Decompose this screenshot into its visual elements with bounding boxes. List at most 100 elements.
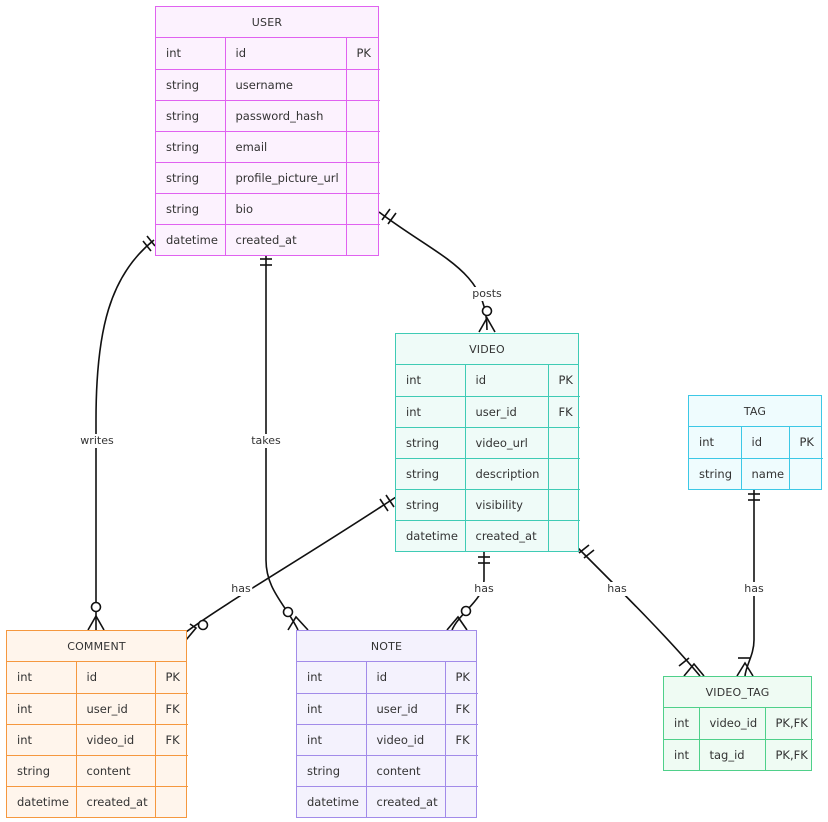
attr-key (788, 457, 823, 489)
entity-title: VIDEO_TAG (664, 677, 811, 708)
attr-type: string (396, 488, 466, 521)
attr-type: string (156, 192, 226, 225)
attr-name: video_id (365, 723, 446, 756)
attr-type: int (297, 692, 367, 725)
attr-name: visibility (464, 488, 549, 521)
marker-one (381, 208, 391, 221)
attr-name: user_id (75, 692, 156, 725)
attr-key (154, 785, 188, 817)
attr-type: datetime (297, 785, 367, 817)
edge-video-comment (185, 496, 397, 633)
attr-name: id (740, 427, 790, 459)
attr-type: int (396, 365, 466, 397)
marker-zero (90, 601, 102, 613)
marker-one (385, 494, 395, 508)
entity-title: TAG (689, 396, 821, 427)
attr-name: video_id (75, 723, 156, 756)
attr-name: user_id (365, 692, 446, 725)
attr-type: string (396, 426, 466, 459)
marker-zero (481, 305, 493, 317)
attr-type: int (7, 662, 77, 694)
attr-key (547, 457, 580, 490)
attr-name: content (75, 754, 156, 787)
marker-one (387, 212, 397, 225)
attr-key (444, 754, 478, 787)
edge-video-videotag (577, 547, 701, 677)
attr-key (547, 519, 580, 551)
attr-type: string (156, 130, 226, 163)
attr-name: username (224, 68, 347, 101)
marker-zero (197, 619, 209, 631)
attr-type: datetime (156, 223, 226, 255)
attr-name: password_hash (224, 99, 347, 132)
marker-one (583, 549, 595, 559)
attr-key: FK (444, 723, 478, 756)
rel-label-tag-videotag: has (742, 582, 766, 596)
attr-name: created_at (464, 519, 549, 551)
attr-key (345, 130, 380, 163)
attr-name: user_id (464, 395, 549, 428)
attr-type: int (297, 662, 367, 694)
marker-one (578, 544, 590, 554)
attr-type: int (297, 723, 367, 756)
edge-user-comment (95, 239, 155, 630)
attr-key: PK (345, 38, 380, 70)
attr-name: description (464, 457, 549, 490)
attr-key (345, 192, 380, 225)
attr-type: int (396, 395, 466, 428)
attr-type: int (664, 708, 700, 740)
attr-key: FK (444, 692, 478, 725)
attr-type: int (689, 427, 742, 459)
entity-title: NOTE (297, 631, 476, 662)
attr-type: string (689, 457, 742, 489)
rel-label-video-note: has (472, 582, 496, 596)
marker-many (185, 623, 198, 641)
attr-type: string (156, 99, 226, 132)
marker-many (446, 615, 468, 631)
attr-name: video_id (698, 708, 766, 740)
entity-title: COMMENT (7, 631, 186, 662)
attr-name: bio (224, 192, 347, 225)
attr-name: created_at (75, 785, 156, 817)
rel-label-video-comment: has (229, 582, 253, 596)
attr-type: string (297, 754, 367, 787)
marker-many (87, 614, 105, 631)
attr-name: video_url (464, 426, 549, 459)
attr-name: name (740, 457, 790, 489)
attr-key (444, 785, 478, 817)
attr-type: int (7, 692, 77, 725)
attr-type: string (396, 457, 466, 490)
attr-key (547, 488, 580, 521)
attr-type: int (7, 723, 77, 756)
attr-name: id (75, 662, 156, 694)
attr-key (345, 223, 380, 255)
marker-zero (282, 606, 294, 618)
attr-name: id (224, 38, 347, 70)
